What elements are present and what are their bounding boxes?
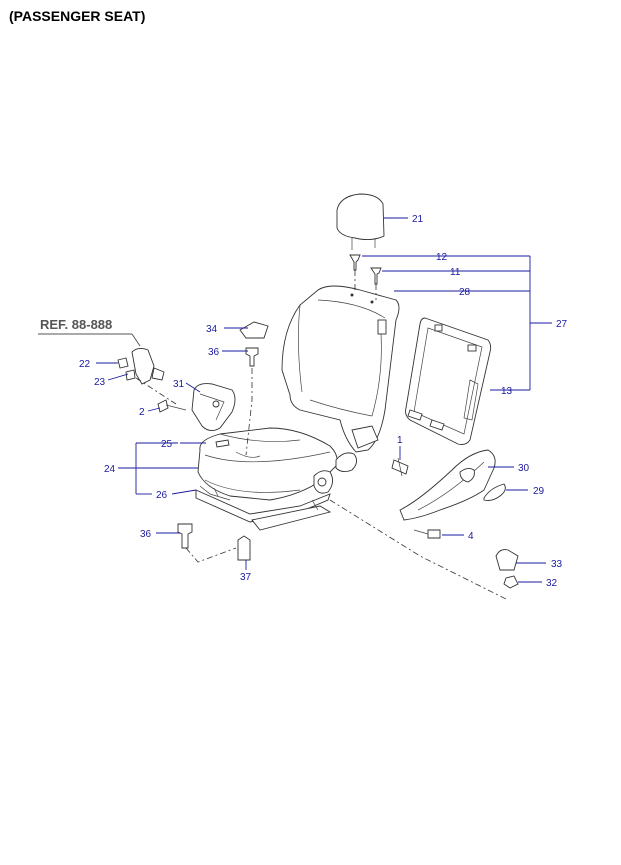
nut-22-part: [117, 357, 129, 369]
side-shield-part: [191, 383, 236, 431]
callout-30[interactable]: 30: [518, 463, 530, 474]
bracket-37-part: [237, 535, 251, 561]
callout-11[interactable]: 11: [450, 267, 461, 278]
callout-21[interactable]: 21: [412, 214, 424, 225]
bolt-36-upper-part: [245, 347, 259, 367]
recliner-part: [335, 452, 409, 477]
callout-25[interactable]: 25: [161, 439, 173, 450]
callout-13[interactable]: 13: [501, 386, 513, 397]
ref-label-group[interactable]: REF. 88-888: [38, 317, 141, 347]
callout-4[interactable]: 4: [468, 531, 474, 542]
assembly-lines: [135, 270, 509, 601]
callout-28[interactable]: 28: [459, 287, 471, 298]
callout-1[interactable]: 1: [397, 435, 403, 446]
callout-32[interactable]: 32: [546, 578, 558, 589]
callout-29[interactable]: 29: [533, 486, 545, 497]
callout-34[interactable]: 34: [206, 324, 218, 335]
cover-34-part: [239, 321, 269, 339]
bolt-2-part: [157, 399, 187, 413]
seat-cushion-part: [197, 427, 338, 501]
nut-32-part: [503, 575, 519, 589]
belt-buckle-part: [131, 347, 165, 385]
callout-12[interactable]: 12: [436, 252, 448, 263]
cover-33-part: [495, 549, 519, 571]
callout-33[interactable]: 33: [551, 559, 563, 570]
ref-label[interactable]: REF. 88-888: [40, 317, 112, 332]
leader-lines: [96, 217, 552, 583]
callout-24[interactable]: 24: [104, 464, 116, 475]
callout-37[interactable]: 37: [240, 572, 252, 583]
seat-track-part: [195, 470, 333, 531]
seat-back-part: [281, 285, 400, 453]
knob-29-part: [483, 483, 506, 501]
screw-4-part: [413, 529, 441, 539]
seat-back-board-part: [405, 317, 492, 445]
headrest-guide-part: [349, 254, 361, 271]
callout-23[interactable]: 23: [94, 377, 106, 388]
callout-26[interactable]: 26: [156, 490, 168, 501]
callout-27[interactable]: 27: [556, 319, 568, 330]
callout-22[interactable]: 22: [79, 359, 91, 370]
callout-36-upper[interactable]: 36: [208, 347, 220, 358]
diagram-title: (PASSENGER SEAT): [9, 8, 146, 24]
bolt-23-part: [125, 369, 136, 381]
bolt-36-lower-part: [177, 523, 193, 549]
callout-2[interactable]: 2: [139, 407, 145, 418]
callout-31[interactable]: 31: [173, 379, 185, 390]
headrest-guide-lock-part: [370, 267, 382, 285]
side-cover-30-part: [399, 449, 496, 521]
callout-36-lower[interactable]: 36: [140, 529, 152, 540]
headrest-part: [336, 193, 385, 250]
